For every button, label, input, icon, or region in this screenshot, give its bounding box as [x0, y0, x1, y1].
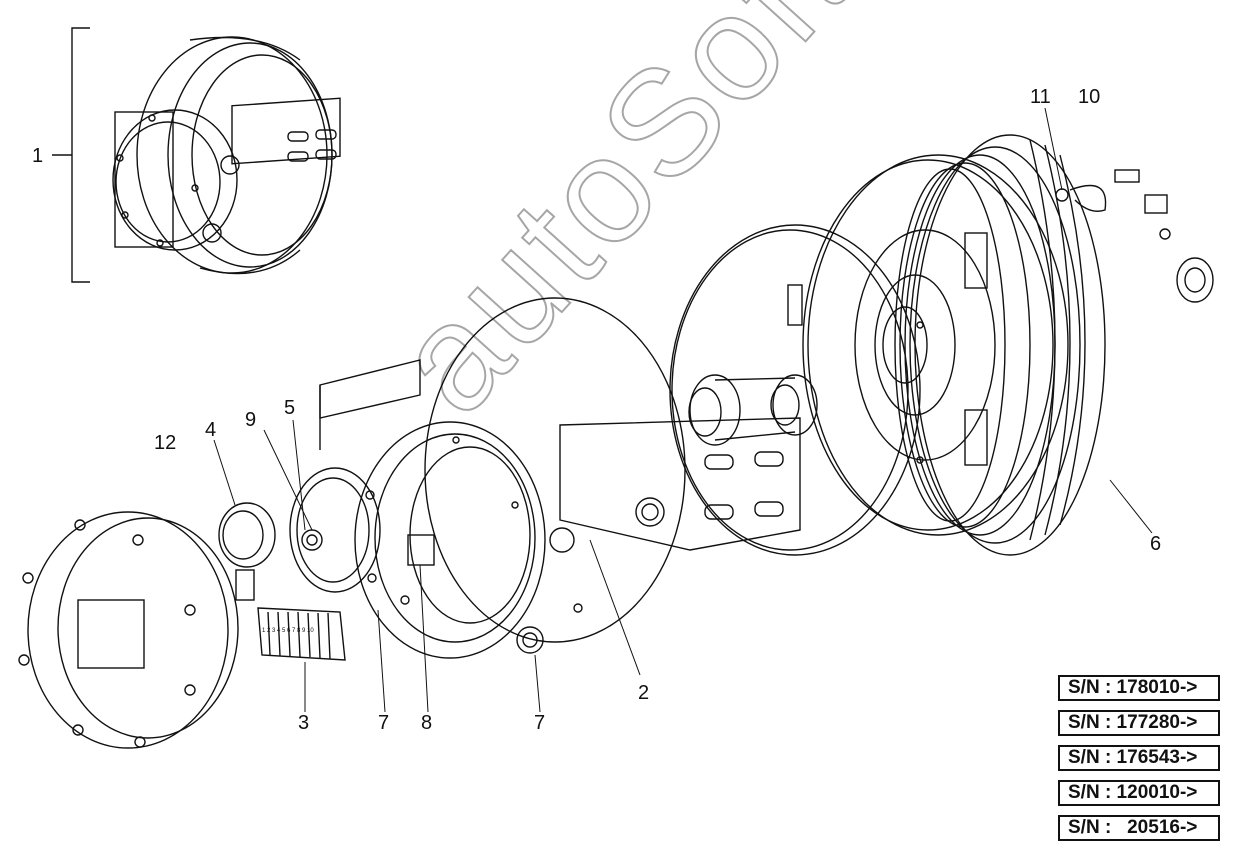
callout-2: 2: [638, 682, 650, 704]
serial-number-box: S/N : 176543->: [1058, 745, 1220, 771]
support-plate: [319, 297, 801, 643]
callout-5: 5: [284, 397, 296, 419]
cover: [18, 511, 239, 749]
callout-1: 1: [32, 145, 44, 167]
cable-drum: [802, 134, 1106, 556]
callout-7b: 7: [534, 712, 546, 734]
callout-11: 11: [1030, 86, 1051, 108]
encoder-plate: [289, 467, 435, 593]
callout-10: 10: [1078, 86, 1101, 108]
serial-number-box: S/N : 20516->: [1058, 815, 1220, 841]
encoder: [218, 502, 276, 601]
terminal-block-digits: 1 2 3 4 5 6 7 8 9 10: [262, 628, 314, 634]
housing-ring: [354, 421, 546, 659]
assembled-reel: [112, 36, 341, 275]
serial-number-box: S/N : 178010->: [1058, 675, 1220, 701]
callout-8: 8: [421, 712, 433, 734]
callout-3: 3: [298, 712, 310, 734]
callout-4: 4: [205, 419, 217, 441]
cable-clamp-hardware: [1055, 169, 1214, 303]
callout-9: 9: [245, 409, 257, 431]
terminal-block: [257, 607, 346, 661]
leader-lines: [213, 107, 1153, 713]
assembly-bracket: [52, 27, 90, 283]
serial-number-box: S/N : 120010->: [1058, 780, 1220, 806]
callout-6: 6: [1150, 533, 1162, 555]
callout-7a: 7: [378, 712, 390, 734]
shaft-assembly: [688, 374, 818, 446]
callout-12: 12: [154, 432, 177, 454]
serial-number-box: S/N : 177280->: [1058, 710, 1220, 736]
